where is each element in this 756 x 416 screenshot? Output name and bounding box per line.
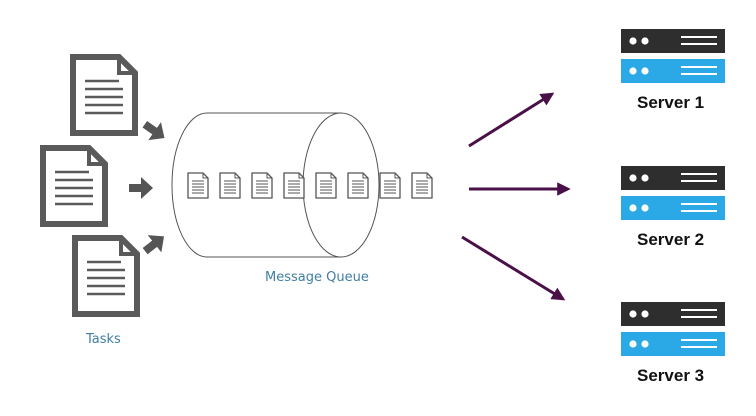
queue-label: Message Queue	[265, 270, 369, 285]
queued-message-icon-6	[347, 172, 369, 199]
queued-message-icon-3	[251, 172, 273, 199]
task-document-icon-1	[73, 57, 135, 133]
server-3-label: Server 3	[637, 366, 705, 385]
tasks-label: Tasks	[86, 332, 121, 347]
push-arrow-icon-1	[138, 115, 171, 148]
dispatch-arrow-3	[461, 235, 566, 301]
task-document-icon-3	[75, 238, 137, 314]
task-document-icon-2	[43, 148, 105, 224]
server-2-label: Server 2	[637, 230, 705, 249]
queued-message-icon-8	[411, 172, 433, 199]
server-icon-3	[620, 301, 726, 357]
queued-message-icon-7	[379, 172, 401, 199]
dispatch-arrow-1	[468, 92, 555, 148]
server-icon-2	[620, 165, 726, 221]
queued-message-icon-1	[187, 172, 209, 199]
server-icon-1	[620, 28, 726, 84]
server-1-label: Server 1	[637, 93, 705, 112]
queued-message-icon-4	[283, 172, 305, 199]
queued-message-icon-2	[219, 172, 241, 199]
push-arrow-icon-3	[138, 227, 171, 260]
push-arrow-icon-2	[129, 177, 153, 199]
queued-message-icon-5	[315, 172, 337, 199]
